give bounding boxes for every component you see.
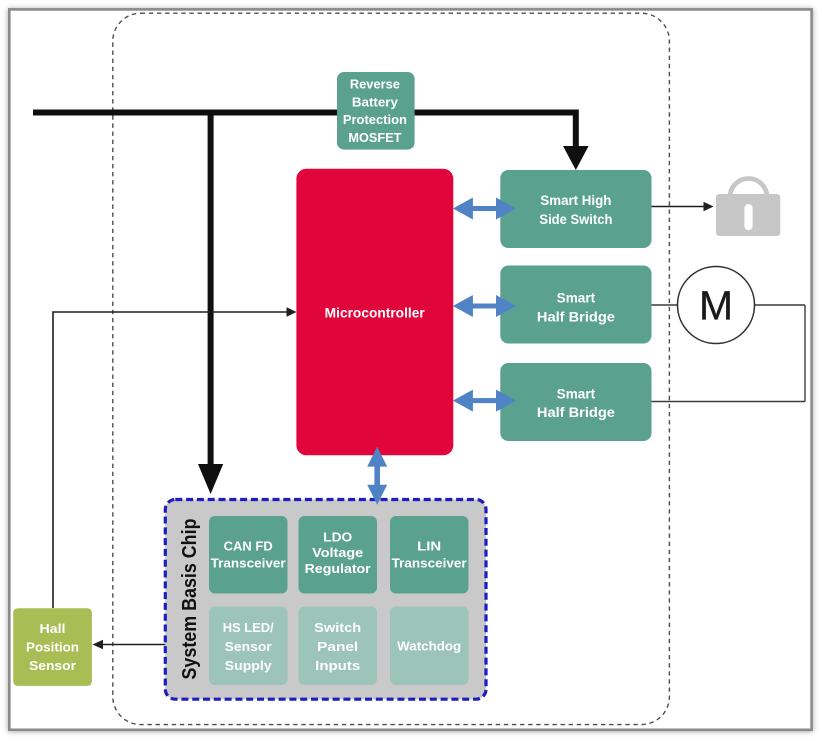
svg-text:Watchdog: Watchdog [397, 639, 461, 654]
svg-text:LDO: LDO [323, 531, 352, 545]
svg-text:Regulator: Regulator [305, 562, 371, 576]
svg-text:HS LED/: HS LED/ [223, 620, 274, 635]
svg-text:Inputs: Inputs [315, 658, 360, 673]
svg-text:Transceiver: Transceiver [211, 556, 286, 570]
svg-text:Supply: Supply [225, 658, 273, 673]
svg-text:Sensor: Sensor [29, 658, 76, 673]
svg-text:Half Bridge: Half Bridge [537, 308, 615, 324]
svg-text:Smart: Smart [557, 290, 596, 306]
svg-text:CAN FD: CAN FD [224, 540, 273, 554]
svg-text:System Basis Chip: System Basis Chip [178, 519, 201, 680]
svg-text:Transceiver: Transceiver [392, 556, 467, 570]
svg-text:M: M [699, 283, 733, 329]
svg-text:LIN: LIN [417, 540, 441, 554]
svg-text:Microcontroller: Microcontroller [325, 305, 426, 320]
svg-text:Side Switch: Side Switch [539, 211, 612, 227]
svg-text:Smart: Smart [557, 385, 596, 401]
svg-text:Half Bridge: Half Bridge [537, 404, 615, 420]
svg-text:Voltage: Voltage [312, 546, 363, 560]
svg-text:Panel: Panel [317, 639, 358, 654]
svg-text:Position: Position [26, 640, 79, 655]
svg-text:MOSFET: MOSFET [348, 130, 401, 145]
svg-text:Reverse: Reverse [350, 76, 400, 91]
svg-text:Sensor: Sensor [225, 639, 272, 654]
svg-text:Switch: Switch [314, 620, 361, 635]
svg-text:Battery: Battery [352, 94, 399, 109]
svg-text:Protection: Protection [343, 112, 407, 127]
svg-text:Smart High: Smart High [540, 192, 611, 208]
svg-text:Hall: Hall [40, 621, 66, 636]
